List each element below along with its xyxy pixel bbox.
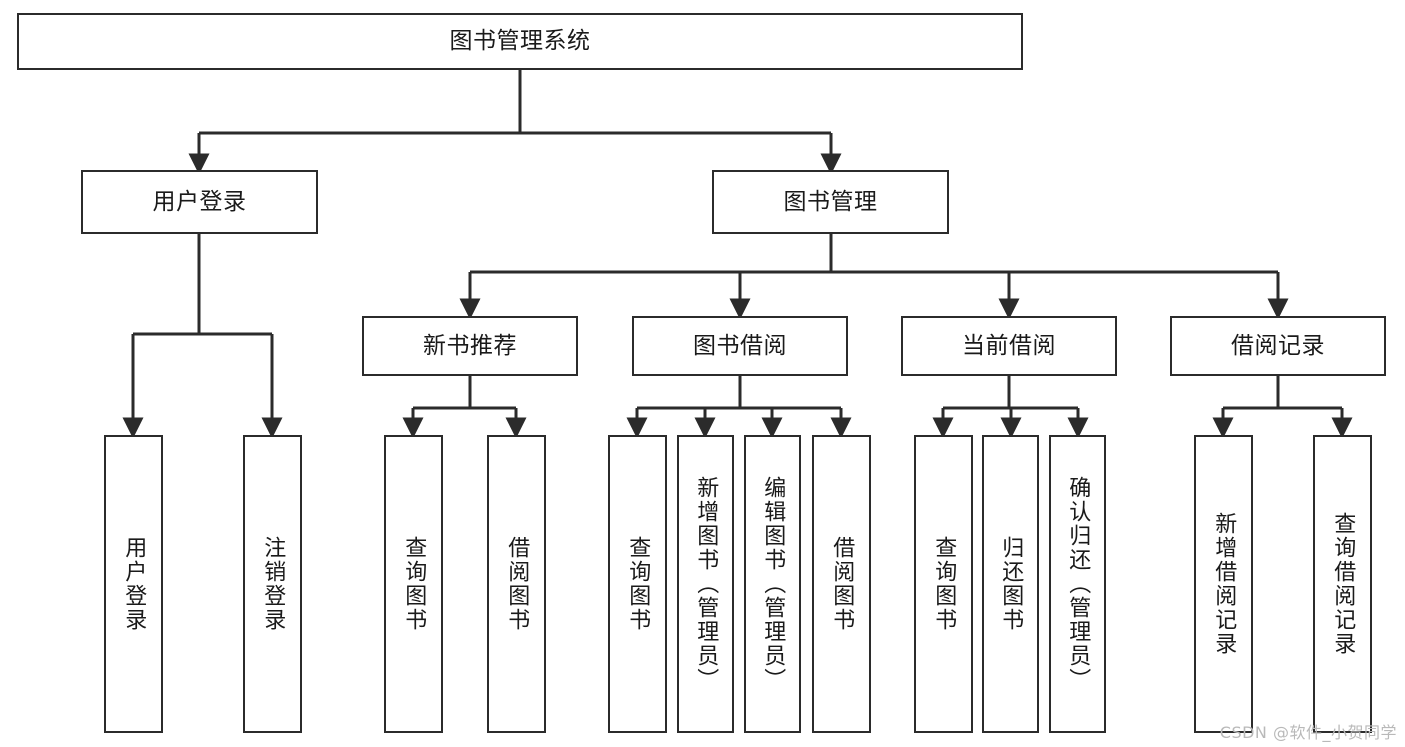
node-label: 注销登录 xyxy=(260,536,286,632)
csdn-watermark: CSDN @软件_小贺同学 xyxy=(1219,723,1397,742)
node-label: 新增借阅记录 xyxy=(1211,512,1237,656)
node-label: 查询图书 xyxy=(625,536,651,632)
node-label: 新书推荐 xyxy=(423,332,517,359)
node-label: 查询图书 xyxy=(401,536,427,632)
leaf-query-borrow-record[interactable]: 查询借阅记录 xyxy=(1313,435,1372,733)
leaf-user-login[interactable]: 用户登录 xyxy=(104,435,163,733)
node-label: 图书借阅 xyxy=(693,332,787,359)
node-label: 图书管理 xyxy=(783,188,878,215)
node-label: 借阅图书 xyxy=(829,536,855,632)
node-label: 当前借阅 xyxy=(962,332,1056,359)
node-label: 新增图书（管理员） xyxy=(693,476,719,692)
node-current-borrowing[interactable]: 当前借阅 xyxy=(901,316,1117,376)
leaf-add-book-admin[interactable]: 新增图书（管理员） xyxy=(677,435,734,733)
node-user-login[interactable]: 用户登录 xyxy=(81,170,318,234)
node-label: 查询借阅记录 xyxy=(1330,512,1356,656)
node-label: 确认归还（管理员） xyxy=(1065,476,1091,692)
leaf-query-book-borrowing[interactable]: 查询图书 xyxy=(608,435,667,733)
node-label: 编辑图书（管理员） xyxy=(760,476,786,692)
node-label: 借阅图书 xyxy=(504,536,530,632)
node-label: 图书管理系统 xyxy=(449,28,591,55)
node-new-book-recommendation[interactable]: 新书推荐 xyxy=(362,316,578,376)
node-label: 用户登录 xyxy=(152,188,247,215)
leaf-borrow-book-new-book[interactable]: 借阅图书 xyxy=(487,435,546,733)
node-book-borrowing[interactable]: 图书借阅 xyxy=(632,316,848,376)
leaf-query-book-new-book[interactable]: 查询图书 xyxy=(384,435,443,733)
leaf-return-book[interactable]: 归还图书 xyxy=(982,435,1039,733)
node-label: 归还图书 xyxy=(998,536,1024,632)
node-label: 借阅记录 xyxy=(1231,332,1325,359)
node-label: 查询图书 xyxy=(931,536,957,632)
leaf-query-book-current[interactable]: 查询图书 xyxy=(914,435,973,733)
leaf-logout[interactable]: 注销登录 xyxy=(243,435,302,733)
node-book-management[interactable]: 图书管理 xyxy=(712,170,949,234)
leaf-borrow-book-borrowing[interactable]: 借阅图书 xyxy=(812,435,871,733)
node-root-book-management-system[interactable]: 图书管理系统 xyxy=(17,13,1023,70)
leaf-edit-book-admin[interactable]: 编辑图书（管理员） xyxy=(744,435,801,733)
node-borrowing-records[interactable]: 借阅记录 xyxy=(1170,316,1386,376)
leaf-add-borrow-record[interactable]: 新增借阅记录 xyxy=(1194,435,1253,733)
leaf-confirm-return-admin[interactable]: 确认归还（管理员） xyxy=(1049,435,1106,733)
node-label: 用户登录 xyxy=(121,536,147,632)
